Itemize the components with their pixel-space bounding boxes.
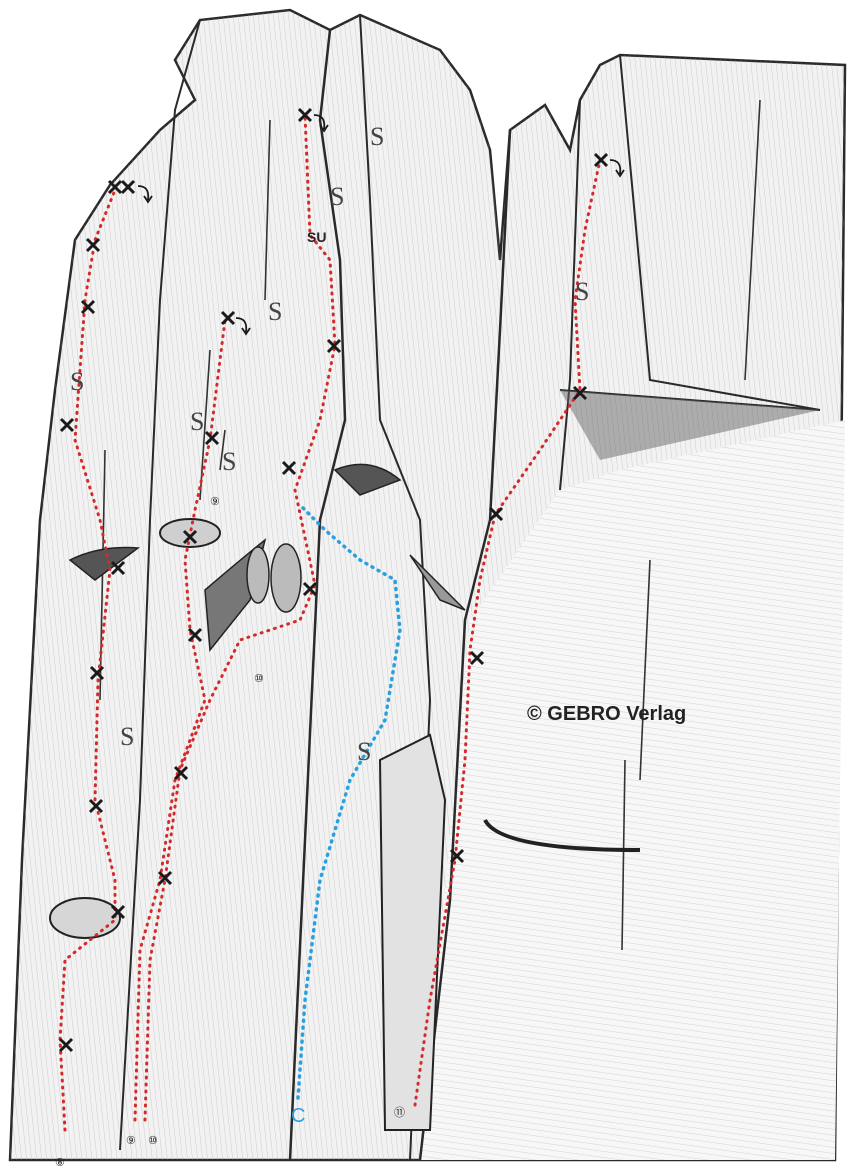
sling-symbol: S: [575, 277, 589, 306]
sling-symbol: S: [120, 722, 134, 751]
sling-symbol: S: [222, 447, 236, 476]
route-9-mid-label: ⑨: [210, 496, 220, 508]
variant-c-label: C: [291, 1105, 305, 1127]
sling-symbol: S: [357, 737, 371, 766]
rock-face: [10, 10, 845, 1160]
route-10-mid-label: ⑩: [254, 673, 264, 685]
sling-symbol: S: [370, 122, 384, 151]
sling-symbol: S: [190, 407, 204, 436]
sling-symbol: S: [70, 367, 84, 396]
su-label: SU: [307, 229, 326, 245]
route-8-start-label: ⑧: [55, 1157, 65, 1169]
route-11-start-label: ⑪: [394, 1106, 405, 1119]
sling-symbol: S: [268, 297, 282, 326]
route-9-start-label: ⑨: [126, 1135, 136, 1147]
copyright-notice: © GEBRO Verlag: [527, 703, 686, 726]
route-10-start-label: ⑩: [148, 1135, 158, 1147]
sling-symbol: S: [330, 182, 344, 211]
